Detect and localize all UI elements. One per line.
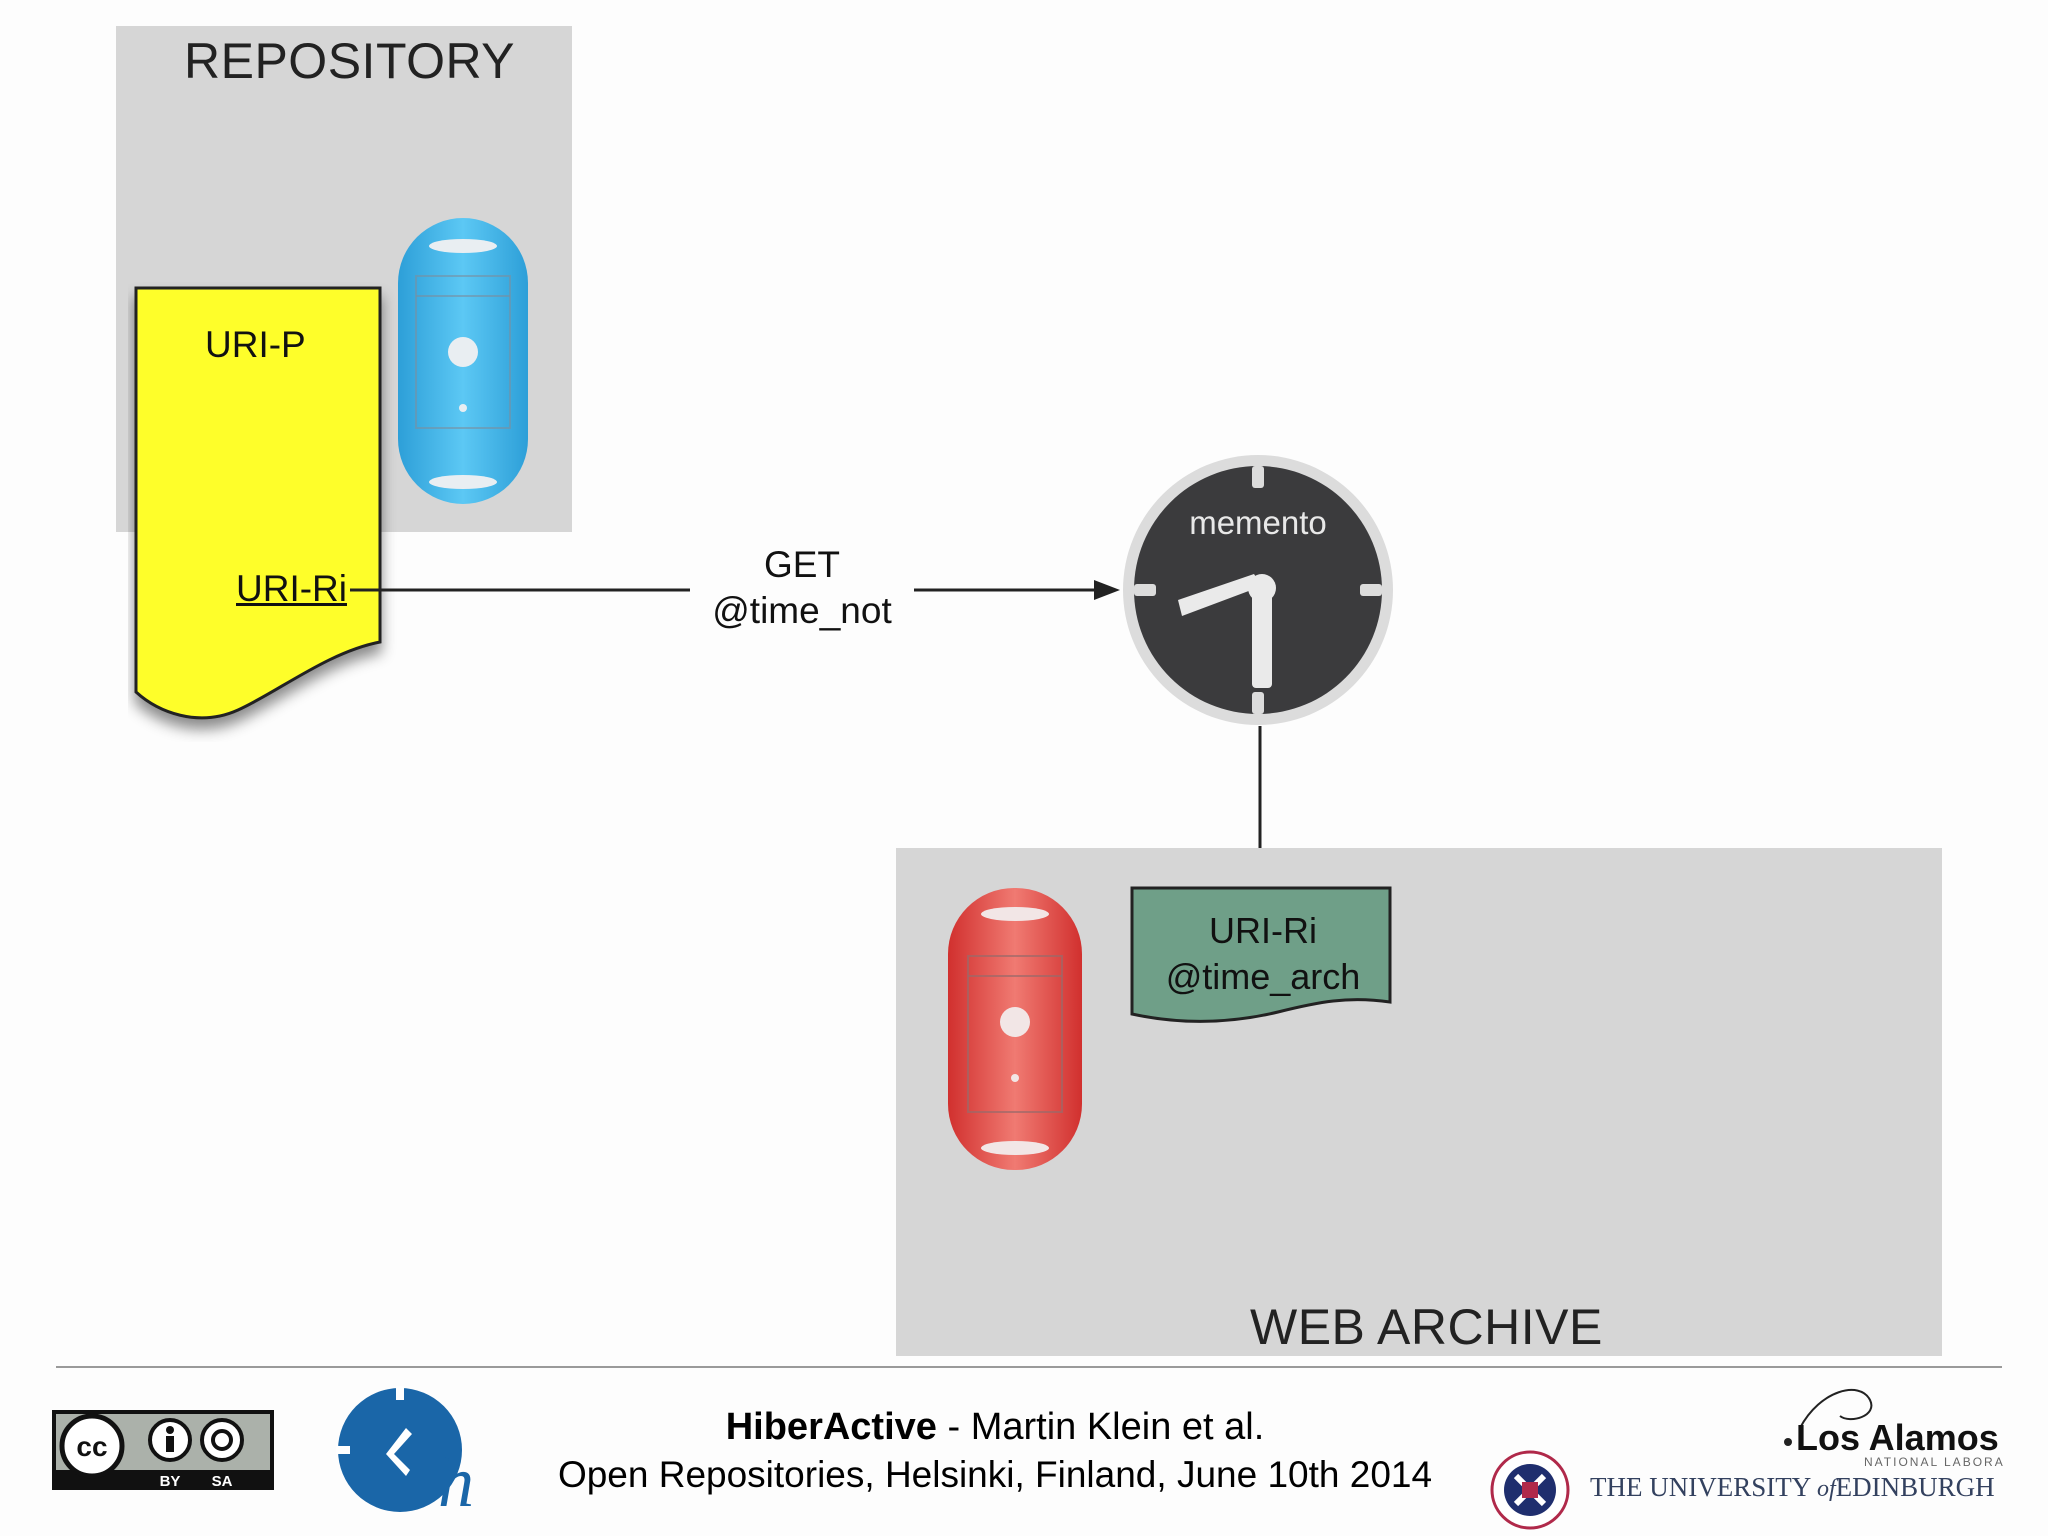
archive-time: @time_arch	[1165, 956, 1361, 997]
web-archive-title: WEB ARCHIVE	[1250, 1299, 1603, 1355]
footer-project: HiberActive	[725, 1406, 937, 1448]
repository-document-shape	[134, 286, 382, 720]
get-arrowhead	[1094, 580, 1120, 600]
archive-document-label: URI-Ri @time_arch	[1140, 908, 1386, 1000]
get-method: GET	[763, 544, 841, 585]
cc-by-sa-icon[interactable]: cc BY SA	[52, 1410, 274, 1490]
hiberactive-letter: h	[438, 1442, 474, 1516]
edinburgh-wordmark: THE UNIVERSITY ofEDINBURGH	[1590, 1472, 1995, 1503]
edinburgh-crest-icon	[1490, 1450, 1570, 1530]
uri-p-label: URI-P	[205, 324, 306, 365]
footer-authors: - Martin Klein et al.	[936, 1406, 1265, 1448]
uoe-prefix: THE UNIVERSITY	[1590, 1472, 1817, 1502]
memento-label: memento	[1189, 504, 1327, 541]
archive-uri: URI-Ri	[1209, 910, 1317, 951]
cc-sa-label: SA	[212, 1473, 233, 1490]
repository-title: REPOSITORY	[184, 33, 516, 89]
memento-clock-icon	[1123, 455, 1393, 725]
get-request-label: GET @time_not	[690, 542, 914, 634]
lanl-sub: NATIONAL LABORATORY	[1864, 1455, 2004, 1469]
footer-divider	[56, 1366, 2002, 1368]
uoe-of: of	[1816, 1476, 1836, 1502]
hiberactive-logo-icon: h	[336, 1386, 474, 1516]
lanl-name: Los Alamos	[1796, 1417, 1999, 1458]
archive-server-icon	[948, 888, 1082, 1170]
cc-by-label: BY	[160, 1473, 181, 1490]
uoe-suffix: EDINBURGH	[1835, 1472, 1995, 1502]
uri-ri-link[interactable]: URI-Ri	[236, 568, 347, 609]
repository-server-icon	[398, 218, 528, 504]
get-time-param: @time_not	[712, 590, 892, 631]
archive-document-shape	[1130, 886, 1392, 1023]
footer-venue: Open Repositories, Helsinki, Finland, Ju…	[557, 1454, 1433, 1495]
cc-mark: cc	[76, 1431, 107, 1462]
footer-credit: HiberActive - Martin Klein et al.	[480, 1406, 1510, 1449]
los-alamos-logo-icon: Los Alamos NATIONAL LABORATORY	[1784, 1388, 2004, 1469]
